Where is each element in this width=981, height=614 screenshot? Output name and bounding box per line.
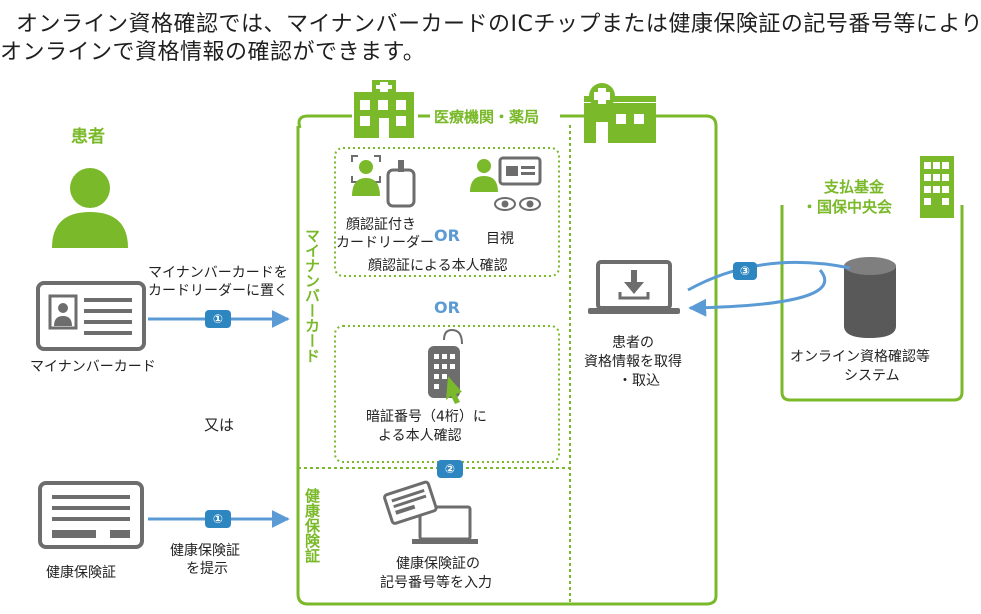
payment-frame [780, 205, 964, 402]
payment-label-line2: ・国保中央会 [800, 196, 895, 217]
card-laptop-icon [383, 480, 478, 544]
face-auth-box [334, 147, 560, 277]
pin-line1: 暗証番号（4桁）に [366, 409, 487, 425]
step3-badge-label: ③ [739, 264, 751, 278]
insurance-vertical-label: 健康保険証 [303, 488, 321, 563]
laptop-download-icon [588, 260, 680, 314]
visual-check-icon [470, 156, 542, 211]
patient-icon [52, 168, 128, 248]
mynumber-card-label: マイナンバーカード [30, 359, 156, 375]
arrow-to-system [687, 260, 851, 292]
step1-badge-top-label: ① [212, 312, 224, 326]
insurance-card-icon [38, 481, 144, 549]
step2-badge [437, 460, 463, 478]
card-action-line2: カードリーダーに置く [148, 283, 288, 299]
mynumber-vertical-label: マイナンバーカード [303, 228, 321, 363]
mynumber-card-icon [36, 281, 146, 351]
retrieve-line1: 患者の [612, 335, 654, 351]
input-line2: 記号番号等を入力 [380, 575, 492, 591]
face-reader-icon [351, 155, 416, 208]
patient-label: 患者 [71, 127, 105, 147]
face-confirm-label: 顔認証による本人確認 [368, 258, 508, 274]
retrieve-line2: 資格情報を取得 [584, 354, 682, 370]
insurance-card-label: 健康保険証 [46, 565, 116, 581]
arrow-from-system [688, 269, 827, 317]
database-icon [844, 257, 896, 338]
pin-line2: よる本人確認 [378, 428, 462, 444]
pin-pad-icon [428, 328, 463, 404]
step1-badge-bottom-label: ① [212, 512, 224, 526]
or-label: 又は [204, 416, 235, 434]
insurance-action-line2: を提示 [186, 561, 228, 577]
face-reader-line2: カードリーダー [336, 235, 434, 251]
headline-line1: オンライン資格確認では、マイナンバーカードのICチップまたは健康保険証の記号番号… [16, 12, 981, 37]
step1-badge-bottom [205, 510, 231, 528]
insurance-action-line1: 健康保険証 [170, 543, 240, 559]
input-line1: 健康保険証の [396, 556, 480, 572]
pharmacy-building-icon [584, 83, 656, 143]
card-action-line1: マイナンバーカードを [148, 265, 288, 281]
step2-badge-label: ② [444, 462, 456, 476]
retrieve-line3: ・取込 [618, 373, 660, 389]
headline-line2: オンラインで資格情報の確認ができます。 [0, 40, 426, 65]
facility-label: 医療機関・薬局 [430, 106, 544, 127]
hospital-building-icon [354, 80, 414, 138]
face-reader-line1: 顔認証付き [346, 217, 416, 233]
step3-badge [733, 262, 757, 280]
office-building-icon [920, 156, 954, 218]
step1-badge-top [205, 310, 231, 328]
visual-check-label: 目視 [486, 231, 514, 247]
payment-label-line1: 支払基金 [824, 178, 885, 196]
or-middle: OR [434, 298, 460, 317]
system-line2: システム [844, 368, 900, 384]
or-face: OR [434, 226, 460, 245]
system-line1: オンライン資格確認等 [790, 349, 930, 365]
